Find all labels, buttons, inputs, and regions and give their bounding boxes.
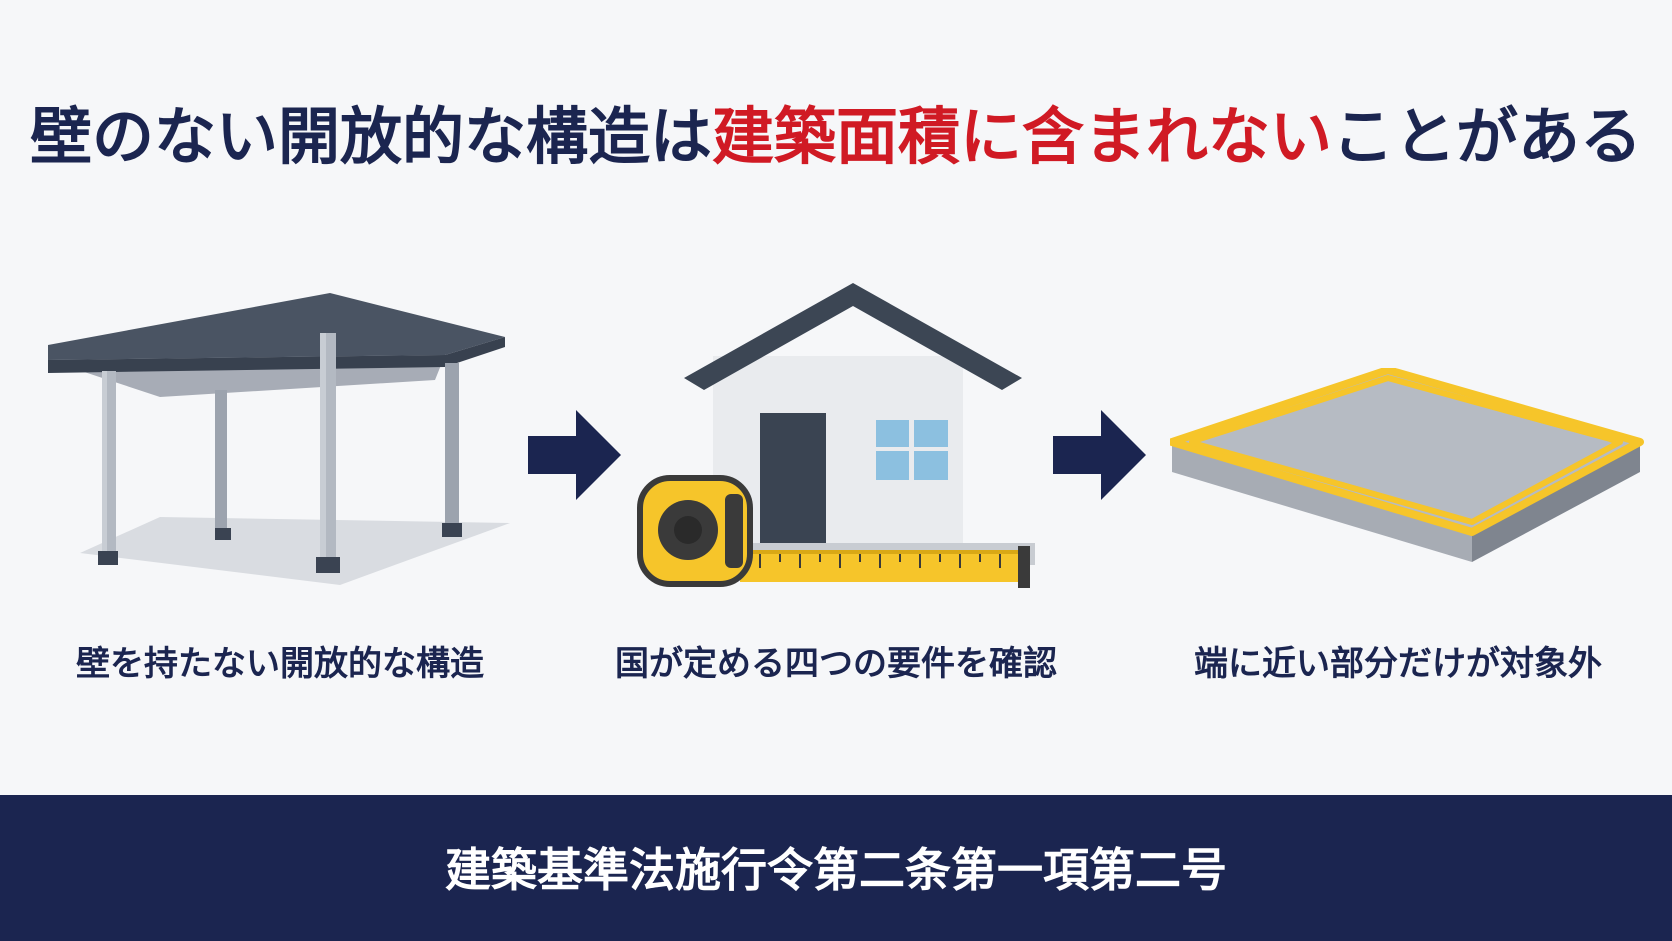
house-with-tape-measure-icon	[630, 278, 1050, 598]
headline-highlight: 建築面積に含まれない	[711, 100, 1332, 173]
footer-label: 建築基準法施行令第二条第一項第二号	[445, 843, 1227, 897]
carport-icon	[40, 285, 510, 595]
arrow-right-icon	[528, 410, 623, 500]
headline: 壁のない開放的な構造は建築面積に含まれないことがある	[0, 100, 1672, 174]
step3-caption: 端に近い部分だけが対象外	[1194, 644, 1602, 684]
arrow-right-icon	[1053, 410, 1148, 500]
footer-band	[0, 795, 1672, 941]
step1-caption: 壁を持たない開放的な構造	[76, 644, 484, 684]
headline-part2: ことがある	[1332, 100, 1643, 173]
slab-with-outline-icon	[1168, 366, 1650, 568]
step2-caption: 国が定める四つの要件を確認	[615, 644, 1057, 684]
headline-part1: 壁のない開放的な構造は	[29, 100, 712, 173]
